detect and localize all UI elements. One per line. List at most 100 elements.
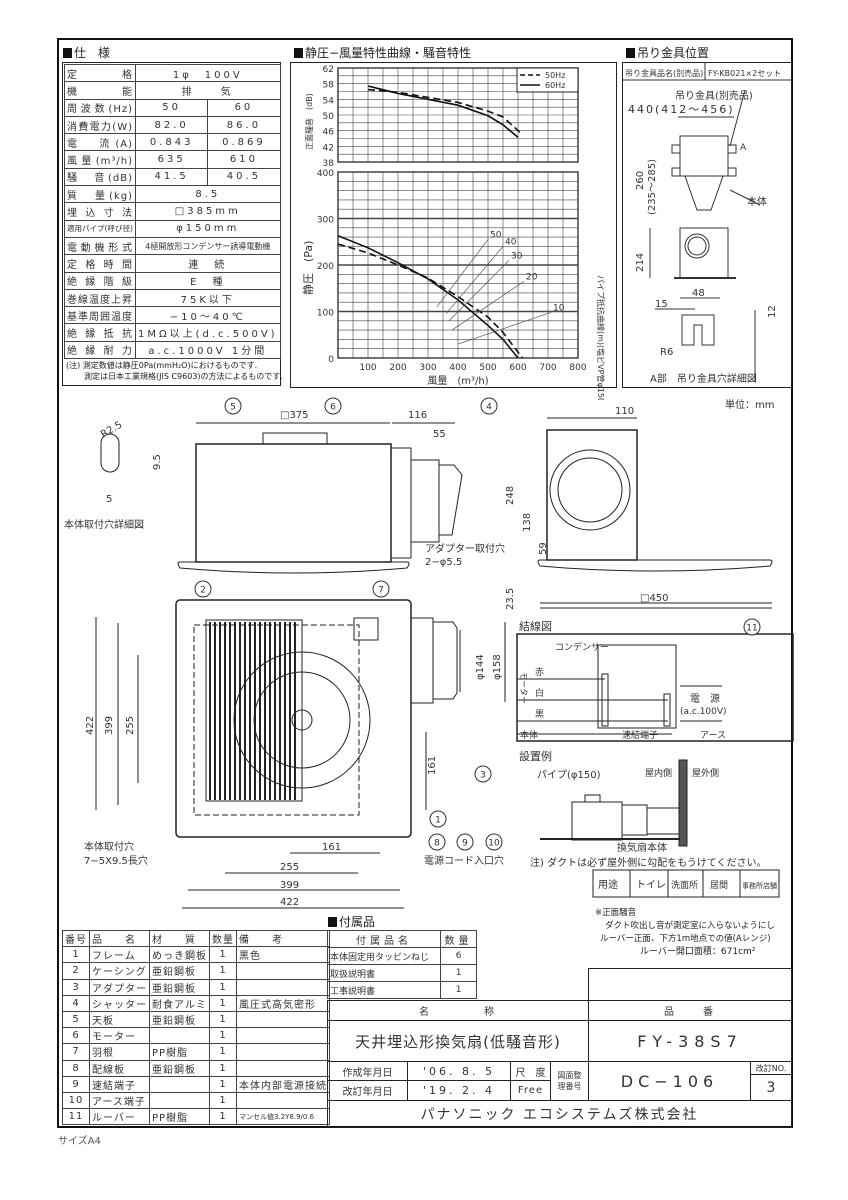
parts-cell: 風圧式高気密形 [236,994,330,1012]
spec-label: 絶縁階級 [64,271,136,290]
parts-cell [236,1010,330,1029]
usage-office: 事務所店舗 [742,881,777,890]
hanger-name-label: 吊り金具品名(別売品) [625,68,703,78]
pipe-curve-30 [448,260,510,322]
parts-cell [149,1075,210,1093]
parts-cell: 亜鉛鋼板 [149,1059,210,1077]
dim-23-5: 23.5 [505,588,516,610]
chart-box [290,62,617,388]
dim-440: 440(412〜456) [628,103,735,116]
cord-entry-label: 電源コード入口穴 [424,854,504,867]
spec-box [62,62,281,386]
parts-cell: フレーム [89,946,150,964]
spec-row: 質 量(kg)8.5 [64,185,281,204]
parts-cell: 1 [209,1108,237,1126]
x-tick: 500 [479,363,496,373]
pressure-y-label: 静圧 (Pa) [301,241,315,295]
legend-label: 60Hz [545,81,565,90]
wiring-power: 電 源 [690,692,720,705]
parts-header: 備 考 [236,929,330,948]
noise-line-60Hz [367,85,519,138]
x-tick: 700 [539,363,556,373]
hanger-bracket-label: 吊り金具(別売品) [675,89,753,102]
parts-cell: 4 [62,994,90,1012]
product-name: 天井埋込形換気扇(低騒音形) [327,1020,589,1062]
wire-red: 赤 [535,667,544,678]
parts-cell: めっき鋼板 [149,946,210,964]
callout-circle [372,580,390,598]
dim-9-5: 9.5 [152,454,163,470]
callout-number: 11 [746,624,757,634]
pipe-curve-label-30: 30 [511,251,523,261]
parts-cell: ルーバー [89,1108,150,1126]
callout-number: 8 [434,839,440,849]
install-heading: 設置例 [519,749,552,763]
callout-circle [480,397,498,415]
parts-cell: 10 [62,1091,90,1110]
noise-y-tick: 50 [323,112,335,122]
dim-59: 59 [538,542,549,555]
install-pipe: パイプ(φ150) [537,769,601,781]
noise-y-tick: 58 [323,81,335,91]
dim-235-285: (235〜285) [647,159,658,215]
dim-r6: R6 [660,347,673,358]
pressure-line-50Hz [337,243,524,359]
acc-header: 数量 [440,930,477,948]
dim-161-v: 161 [427,756,438,775]
parts-cell: PP樹脂 [149,1108,210,1126]
pipe-curve-label-10: 10 [553,303,565,313]
callout-circle [485,833,503,851]
parts-cell: 6 [62,1027,90,1045]
wiring-heading: 結線図 [519,619,552,633]
acc-cell: 取扱説明書 [326,964,442,982]
x-tick: 800 [569,363,586,373]
pipe-curve-label: パイプ抵抗曲線(m)(塩ビVP管φ150) [596,275,606,400]
parts-cell: 1 [209,994,237,1012]
usage-washroom: 洗面所 [671,879,698,891]
wiring-motor: モーター [519,672,528,704]
noise-note-title: ※正面騒音 [595,908,637,918]
pressure-y-tick: 200 [317,262,334,272]
scale-value: Free [510,1080,551,1101]
install-indoor: 屋内側 [645,767,672,779]
dim-5: 5 [106,494,112,505]
dim-138: 138 [522,513,533,532]
parts-cell: 1 [209,1010,237,1029]
callout-number: 4 [486,403,492,413]
pipe-curve-50 [436,239,489,308]
parts-cell: 亜鉛鋼板 [149,978,210,996]
pipe-curve-10 [457,312,552,345]
parts-cell: 本体内部電源接続 [236,1075,330,1093]
noise-y-tick: 38 [323,159,335,169]
part-number: FY-38S7 [588,1020,792,1062]
pipe-curve-20 [451,280,525,331]
spec-row: 機 能排 気 [64,81,281,100]
mount-hole-label: 本体取付穴 [84,840,134,853]
company-name: パナソニック エコシステムズ株式会社 [327,1100,792,1128]
parts-cell: 速結端子 [89,1075,150,1093]
parts-cell: 羽根 [89,1043,150,1061]
dim-260: 260 [635,171,646,190]
spec-label: 電動機形式 [64,236,136,256]
parts-cell [149,1091,210,1110]
mount-hole-spec: 7−5X9.5長穴 [84,854,148,867]
parts-cell: 天板 [89,1010,150,1029]
noise-y-tick: 46 [323,128,335,138]
parts-header: 材 質 [149,929,210,948]
created-label: 作成年月日 [327,1061,408,1081]
legend [516,67,579,93]
dim-110: 110 [615,406,634,417]
chart-heading: 静圧−風量特性曲線・騒音特性 [294,44,471,61]
callout-circle [324,397,342,415]
drawing-no-label: 図面整理番号 [550,1061,589,1101]
legend-label: 50Hz [545,71,565,80]
